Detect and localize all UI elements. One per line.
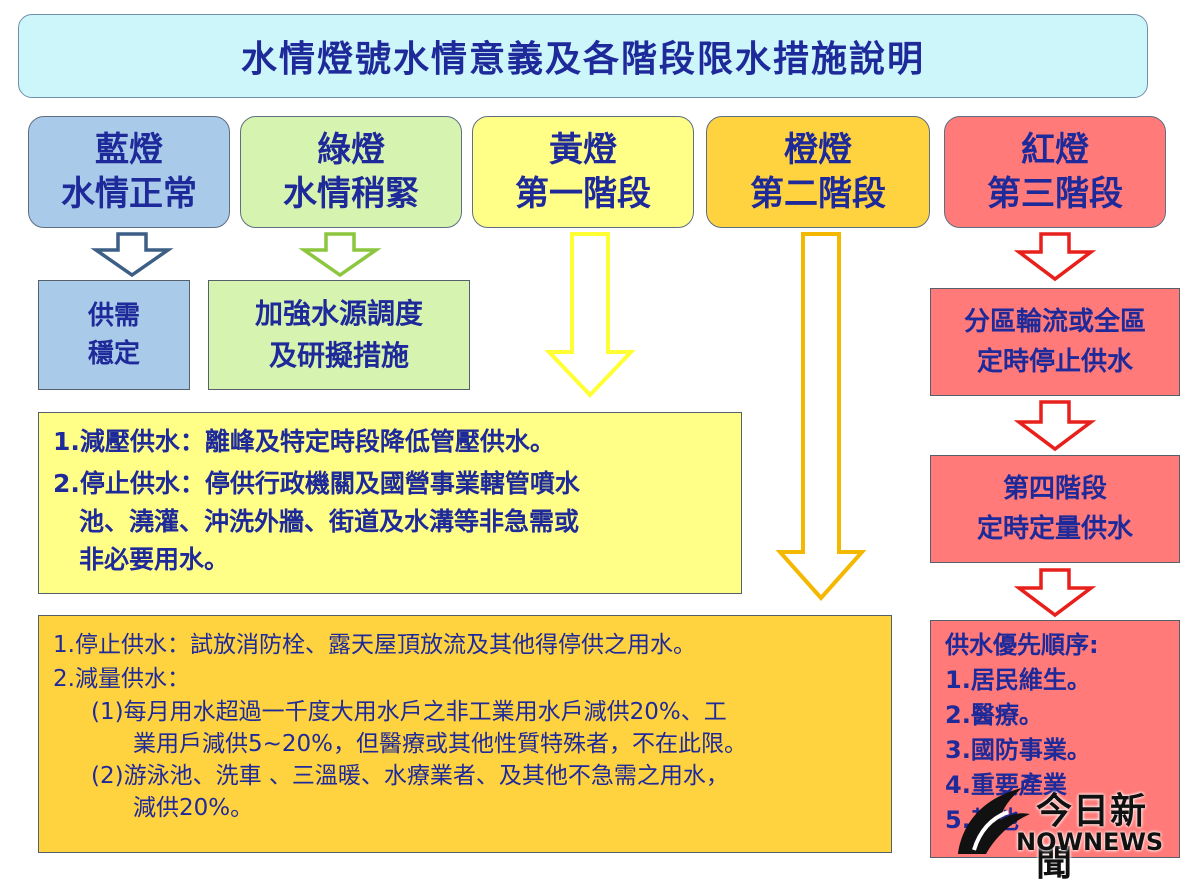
stage-blue-light: 藍燈 水情正常	[28, 116, 230, 228]
stage-red-light: 紅燈 第三階段	[944, 116, 1166, 228]
stage-green-name: 綠燈	[317, 130, 385, 170]
yellow-measure-item-2-line2: 池、澆灌、沖洗外牆、街道及水溝等非急需或	[79, 507, 580, 536]
priority-heading: 供水優先順序:	[945, 631, 1099, 659]
red-stage4-line2: 定時定量供水	[976, 514, 1133, 544]
stage-yellow-phase: 第一階段	[515, 174, 651, 214]
stage-blue-name: 藍燈	[95, 130, 163, 170]
green-measure-line1: 加強水源調度	[254, 297, 423, 330]
blue-meaning-box: 供需 穩定	[38, 280, 190, 390]
orange-measure-sub2-line2: 減供20%。	[133, 795, 254, 821]
red-down-arrow-icon-3	[1013, 568, 1097, 618]
orange-measure-line1: 1.停止供水：試放消防栓、露天屋頂放流及其他得停供之用水。	[53, 632, 696, 658]
yellow-measure-item-2-line3: 非必要用水。	[79, 545, 230, 574]
blue-meaning-line1: 供需	[87, 301, 140, 331]
stage-orange-light: 橙燈 第二階段	[706, 116, 930, 228]
priority-item: 1.居民維生。	[945, 666, 1091, 694]
red-stage3-measure-box: 分區輪流或全區 定時停止供水	[930, 288, 1180, 396]
orange-measure-sub2-line1: (2)游泳池、洗車 、三溫暖、水療業者、及其他不急需之用水，	[91, 763, 729, 789]
red-stage4-measure-box: 第四階段 定時定量供水	[930, 455, 1180, 563]
priority-item: 3.國防事業。	[945, 736, 1091, 764]
logo-english-text: NOWNEWS	[1016, 828, 1164, 856]
stage-yellow-light: 黃燈 第一階段	[472, 116, 694, 228]
stage-orange-phase: 第二階段	[750, 174, 886, 214]
red-down-arrow-icon-2	[1013, 400, 1097, 452]
stage-green-meaning: 水情稍緊	[283, 174, 419, 214]
stage-blue-meaning: 水情正常	[61, 174, 197, 214]
orange-long-down-arrow-icon	[775, 232, 867, 602]
stage-red-name: 紅燈	[1021, 130, 1089, 170]
orange-measure-line2: 2.減量供水：	[53, 666, 190, 692]
orange-stage-measures: 1.停止供水：試放消防栓、露天屋頂放流及其他得停供之用水。 2.減量供水： (1…	[38, 615, 892, 853]
yellow-measure-item-2-line1: 2.停止供水：停供行政機關及國營事業轄管噴水	[53, 469, 580, 498]
red-down-arrow-icon-1	[1013, 232, 1097, 282]
water-supply-priority-box: 供水優先順序: 1.居民維生。 2.醫療。 3.國防事業。 4.重要產業 5.其…	[930, 620, 1180, 858]
green-measure-box: 加強水源調度 及研擬措施	[208, 280, 470, 390]
priority-item: 2.醫療。	[945, 701, 1043, 729]
nownews-logo: 今日新聞 NOWNEWS	[952, 782, 1180, 884]
red-stage3-line1: 分區輪流或全區	[963, 307, 1146, 337]
yellow-stage-measures: 1.減壓供水：離峰及特定時段降低管壓供水。 2.停止供水：停供行政機關及國營事業…	[38, 412, 742, 594]
stage-orange-name: 橙燈	[784, 130, 852, 170]
yellow-long-down-arrow-icon	[544, 232, 636, 398]
nownews-logo-mark-icon	[958, 788, 1030, 854]
green-measure-line2: 及研擬措施	[268, 339, 409, 372]
orange-measure-sub1-line2: 業用戶減供5~20%，但醫療或其他性質特殊者，不在此限。	[133, 731, 748, 757]
yellow-measure-item-1: 1.減壓供水：離峰及特定時段降低管壓供水。	[53, 427, 555, 456]
stage-red-phase: 第三階段	[987, 174, 1123, 214]
orange-measure-sub1-line1: (1)每月用水超過一千度大用水戶之非工業用水戶減供20%、工	[91, 699, 727, 725]
red-stage3-line2: 定時停止供水	[976, 347, 1133, 377]
stage-green-light: 綠燈 水情稍緊	[240, 116, 462, 228]
diagram-title: 水情燈號水情意義及各階段限水措施說明	[18, 14, 1148, 98]
green-down-arrow-icon	[298, 232, 382, 278]
blue-down-arrow-icon	[90, 232, 174, 278]
yellow-measure-item-2: 2.停止供水：停供行政機關及國營事業轄管噴水 池、澆灌、沖洗外牆、街道及水溝等非…	[53, 465, 729, 579]
blue-meaning-line2: 穩定	[87, 339, 140, 369]
stage-yellow-name: 黃燈	[549, 130, 617, 170]
red-stage4-line1: 第四階段	[1002, 474, 1107, 504]
